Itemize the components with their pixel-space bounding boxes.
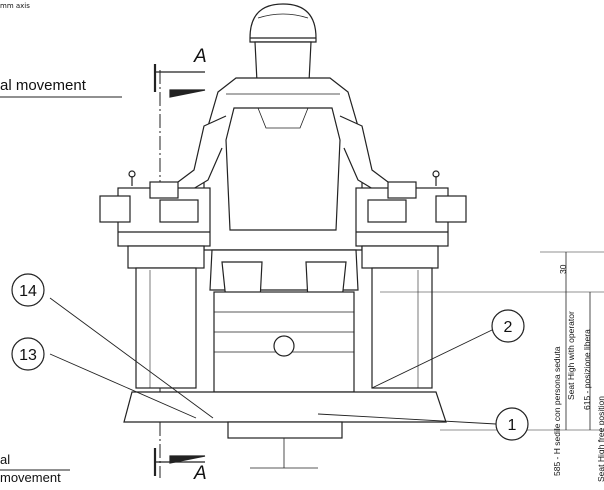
- dimension-seat-it-label: 585 - H sedile con persona seduta: [552, 346, 562, 476]
- leader-2: [371, 329, 493, 389]
- leader-13: [49, 353, 197, 419]
- dimension-seat-en-label: Seat High with operator: [566, 311, 576, 400]
- leader-14: [49, 297, 214, 419]
- seat-base: [227, 421, 343, 439]
- dimension-cut-label: Seat High free position: [596, 396, 604, 482]
- callout-bubbles: 14 13 2 1: [11, 273, 529, 441]
- callout-14-circle: [11, 273, 45, 307]
- right-armrest-console: [355, 181, 467, 269]
- dimension-free-label: 615 - posizione libera: [582, 329, 592, 410]
- right-column: [371, 267, 433, 389]
- callout-14-text: 14: [19, 283, 37, 300]
- left-armrest-console: [99, 181, 211, 269]
- dimension-top-label: 30: [558, 264, 568, 274]
- callout-13-text: 13: [19, 347, 37, 364]
- leader-1: [317, 413, 497, 425]
- operator-torso: [225, 107, 341, 231]
- callout-13-circle: [11, 337, 45, 371]
- left-column: [135, 267, 197, 389]
- section-mark-top: A: [194, 46, 207, 67]
- callout-1-circle: [495, 407, 529, 441]
- corner-note: mm axis: [0, 2, 30, 10]
- lateral-movement-label-bottom-1: al: [0, 452, 11, 467]
- operator-helmet: [249, 3, 317, 43]
- callout-2-text: 2: [504, 319, 513, 336]
- lateral-movement-label-bottom-2: movement: [0, 470, 61, 485]
- callout-1-text: 1: [508, 417, 517, 434]
- section-mark-bottom: A: [194, 463, 207, 484]
- lateral-movement-label-top: al movement: [0, 77, 86, 94]
- callout-2-circle: [491, 309, 525, 343]
- seat-platform: [123, 391, 447, 423]
